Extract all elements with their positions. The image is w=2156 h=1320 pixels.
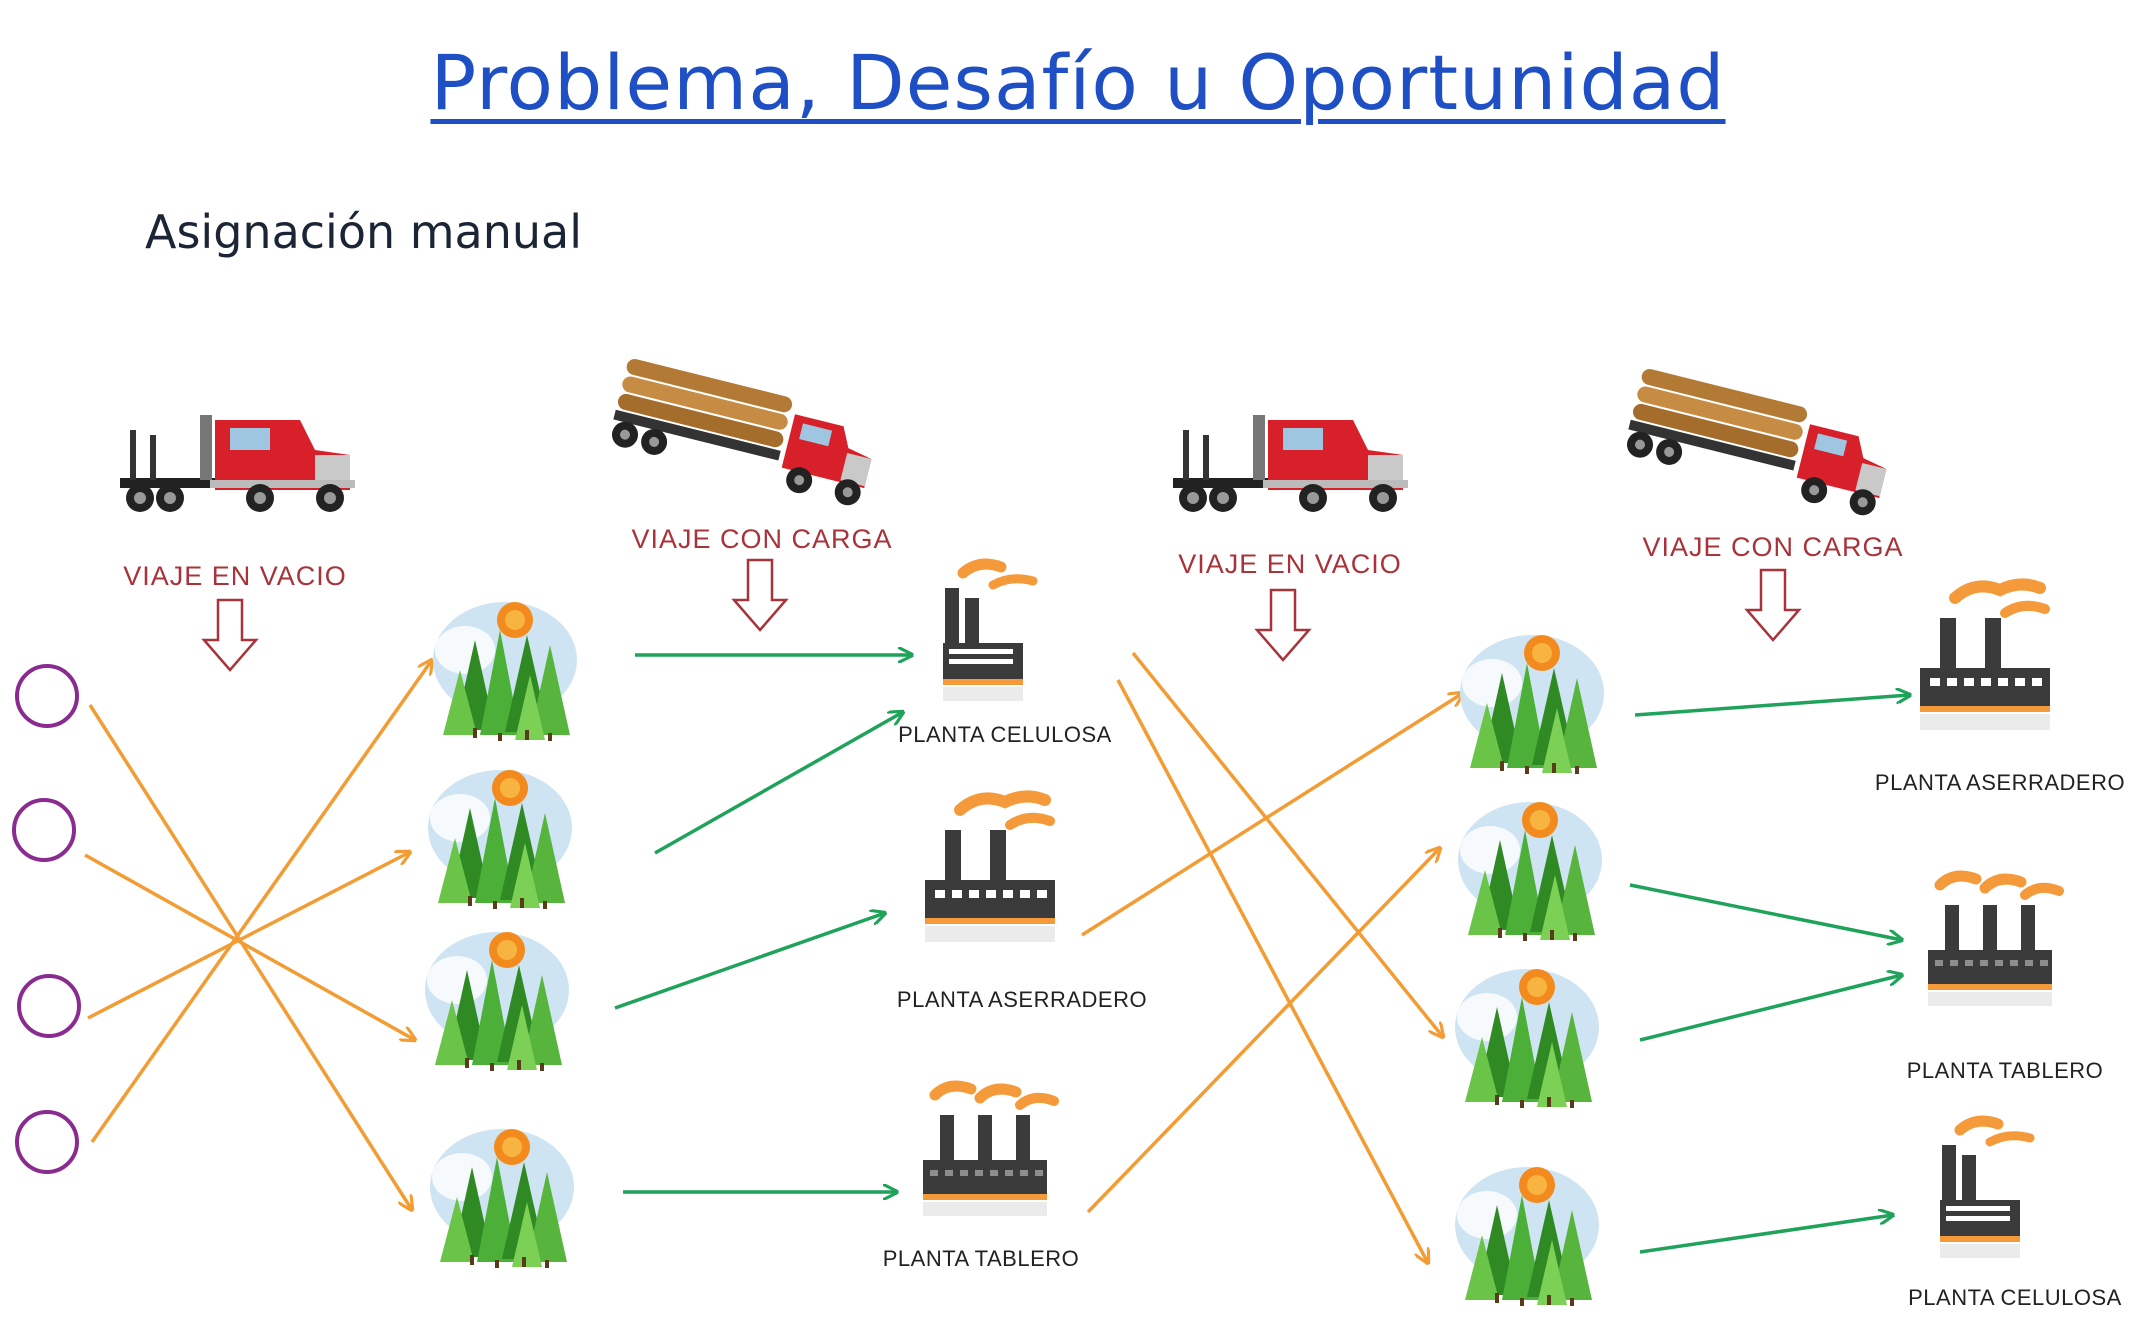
loaded-trip-arrows-2: [1629, 695, 1910, 1254]
factory-icon: [1928, 876, 2059, 1006]
down-arrow-icon: [1745, 568, 1801, 642]
trip-label-loaded-1: VIAJE CON CARGA: [631, 524, 892, 554]
plant-label: PLANTA TABLERO: [883, 1246, 1080, 1271]
factory-icon: [923, 1086, 1054, 1216]
log-truck-icon: [1621, 367, 1897, 519]
forest-icon: [425, 932, 569, 1071]
forest-icon: [1455, 969, 1599, 1108]
forest-icon: [1458, 802, 1602, 941]
plant-label: PLANTA CELULOSA: [898, 722, 1112, 747]
page-subtitle: Asignación manual: [145, 205, 583, 259]
empty-trip-arrows-2: [1081, 651, 1463, 1263]
down-arrow-icon: [732, 558, 788, 632]
factory-icon: [1920, 584, 2050, 730]
plant-label: PLANTA ASERRADERO: [897, 987, 1147, 1012]
forest-icon: [433, 602, 577, 741]
forest-icon: [430, 1129, 574, 1268]
trip-label-loaded-2: VIAJE CON CARGA: [1642, 532, 1903, 562]
factory-icon: [925, 796, 1055, 942]
origin-circle-3: [17, 974, 81, 1038]
origin-circle-4: [15, 1110, 79, 1174]
factory-icon: [943, 564, 1033, 701]
forest-icon: [428, 770, 572, 909]
plant-label: PLANTA CELULOSA: [1908, 1285, 2122, 1310]
down-arrow-icon: [1255, 588, 1311, 662]
truck-icon: [120, 415, 355, 512]
empty-trip-arrows-1: [84, 660, 432, 1210]
down-arrow-icon: [202, 598, 258, 672]
forest-icon: [1460, 635, 1604, 774]
log-truck-icon: [606, 357, 882, 509]
forest-icon: [1455, 1167, 1599, 1306]
origin-circle-1: [15, 664, 79, 728]
trip-label-empty-1: VIAJE EN VACIO: [123, 561, 347, 591]
truck-icon: [1173, 415, 1408, 512]
plant-label: PLANTA TABLERO: [1907, 1058, 2104, 1083]
trip-label-empty-2: VIAJE EN VACIO: [1178, 549, 1402, 579]
origin-circle-2: [12, 798, 76, 862]
loaded-trip-arrows-1: [614, 655, 912, 1192]
plant-label: PLANTA ASERRADERO: [1875, 770, 2125, 795]
page-title: Problema, Desafío u Oportunidad: [430, 38, 1726, 127]
factory-icon: [1940, 1121, 2030, 1258]
